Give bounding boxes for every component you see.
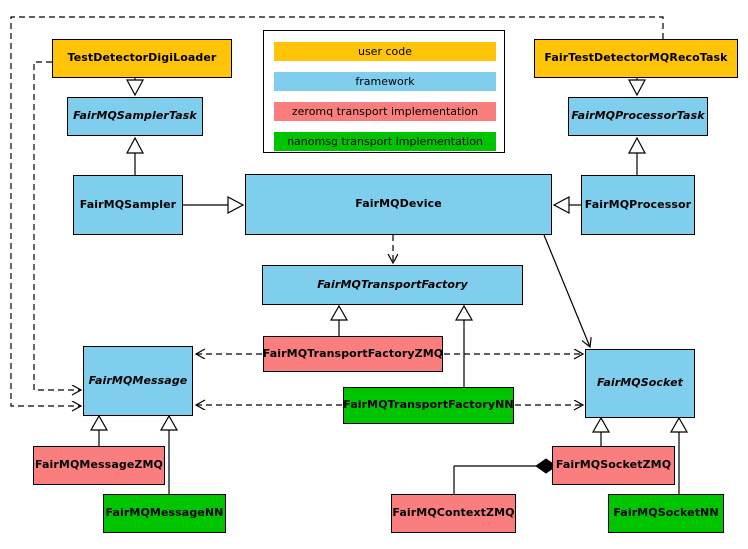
- class-node-label: FairMQSamplerTask: [73, 109, 197, 123]
- class-node-fairtestdetectormqrecotask[interactable]: FairTestDetectorMQRecoTask: [534, 39, 738, 78]
- class-node-label: FairMQMessage: [88, 373, 188, 387]
- legend-label-nanomsg: nanomsg transport implementation: [287, 135, 483, 148]
- legend-label-framework: framework: [355, 75, 415, 88]
- edge-processor-to-device: [552, 196, 581, 214]
- class-node-fairmqcontextzmq[interactable]: FairMQContextZMQ: [391, 494, 516, 533]
- edge-socketnn-to-socket: [669, 416, 689, 494]
- edge-recotask-to-processortask: [628, 78, 646, 97]
- class-node-fairmqdevice[interactable]: FairMQDevice: [245, 174, 552, 235]
- class-node-label: FairMQMessageNN: [105, 506, 224, 520]
- edge-recotask-to-message: [10, 16, 664, 406]
- class-node-fairmqsocketnn[interactable]: FairMQSocketNN: [608, 494, 724, 533]
- class-node-label: FairMQSocket: [596, 376, 683, 390]
- legend-label-zeromq: zeromq transport implementation: [291, 105, 479, 118]
- legend-entry-user-code: user code: [274, 42, 496, 61]
- class-node-label: FairMQSampler: [79, 197, 177, 211]
- class-node-fairmqmessage[interactable]: FairMQMessage: [83, 346, 193, 416]
- class-node-label: TestDetectorDigiLoader: [67, 51, 217, 65]
- edge-factoryzmq-to-factory: [329, 304, 349, 336]
- edge-digiloader-to-samplertask: [126, 78, 144, 97]
- class-node-label: FairMQSocketZMQ: [555, 458, 672, 472]
- legend-entry-framework: framework: [274, 72, 496, 91]
- class-node-fairmqsocketzmq[interactable]: FairMQSocketZMQ: [552, 446, 675, 485]
- edge-factorynn-to-factory: [454, 304, 474, 387]
- class-node-fairmqsocket[interactable]: FairMQSocket: [585, 349, 695, 418]
- class-node-label: FairMQTransportFactoryZMQ: [262, 346, 444, 360]
- edge-socketzmq-owns-contextzmq: [453, 458, 557, 494]
- class-node-fairmqprocessortask[interactable]: FairMQProcessorTask: [568, 97, 708, 136]
- edge-processor-to-processortask: [628, 136, 646, 175]
- legend-box: user code framework zeromq transport imp…: [263, 30, 505, 153]
- edge-socketzmq-to-socket: [591, 416, 611, 446]
- legend-entry-nanomsg: nanomsg transport implementation: [274, 132, 496, 151]
- class-node-label: FairTestDetectorMQRecoTask: [544, 51, 728, 65]
- class-node-label: FairMQTransportFactoryNN: [343, 398, 514, 412]
- class-node-label: FairMQProcessorTask: [571, 109, 705, 123]
- edge-digiloader-to-message: [33, 61, 81, 390]
- class-node-testdetectordigiloader[interactable]: TestDetectorDigiLoader: [52, 39, 232, 78]
- class-node-fairmqmessagezmq[interactable]: FairMQMessageZMQ: [33, 446, 165, 485]
- class-node-label: FairMQTransportFactory: [317, 277, 468, 291]
- class-node-fairmqtransportfactory[interactable]: FairMQTransportFactory: [262, 265, 523, 305]
- class-node-fairmqsamplertask[interactable]: FairMQSamplerTask: [67, 97, 203, 136]
- class-node-label: FairMQSocketNN: [613, 506, 719, 520]
- edge-messagenn-to-message: [159, 414, 179, 494]
- class-node-fairmqtransportfactoryzmq[interactable]: FairMQTransportFactoryZMQ: [263, 336, 443, 372]
- edge-sampler-to-device: [183, 196, 245, 214]
- edge-sampler-to-samplertask: [126, 136, 144, 175]
- edge-device-to-socket: [543, 234, 590, 347]
- class-node-fairmqmessagenn[interactable]: FairMQMessageNN: [103, 494, 226, 533]
- class-node-fairmqsampler[interactable]: FairMQSampler: [73, 175, 183, 235]
- legend-label-user-code: user code: [357, 45, 413, 58]
- class-node-label: FairMQMessageZMQ: [35, 458, 163, 472]
- class-node-label: FairMQProcessor: [584, 197, 692, 211]
- class-node-label: FairMQContextZMQ: [392, 506, 515, 520]
- edge-messagezmq-to-message: [89, 414, 109, 446]
- class-node-fairmqprocessor[interactable]: FairMQProcessor: [581, 175, 695, 235]
- class-node-label: FairMQDevice: [355, 197, 442, 211]
- legend-entry-zeromq: zeromq transport implementation: [274, 102, 496, 121]
- class-node-fairmqtransportfactorynn[interactable]: FairMQTransportFactoryNN: [343, 387, 514, 424]
